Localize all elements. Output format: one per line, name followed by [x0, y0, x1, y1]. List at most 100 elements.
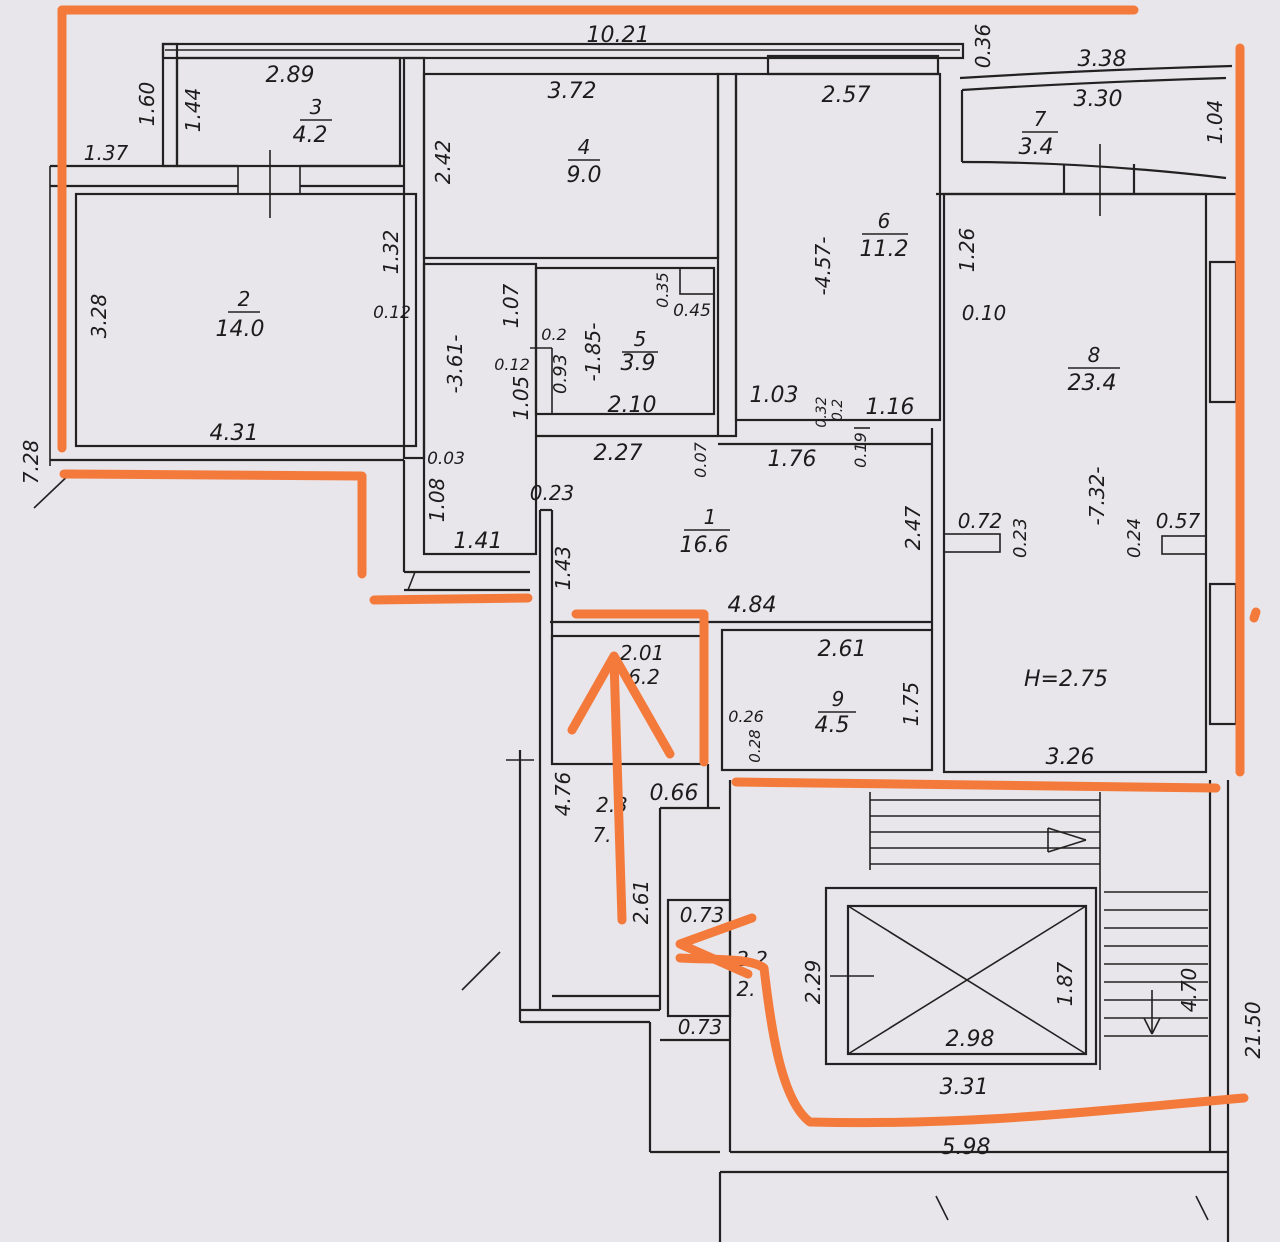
room-no-7: 7	[1034, 107, 1047, 131]
dim-0-36: 0.36	[971, 24, 995, 69]
room-area-6: 11.2	[860, 237, 909, 262]
dim-1-03: 1.03	[750, 383, 799, 408]
room-labels: 3 4.2 2 14.0 4 9.0 5 3.9 6 11.2 7 3.4 8 …	[216, 95, 1120, 1001]
dim-3-38: 3.38	[1078, 47, 1127, 72]
room-area-1: 16.6	[680, 533, 729, 558]
dim-1-41: 1.41	[454, 529, 503, 554]
dim-1-37: 1.37	[84, 141, 129, 165]
dim-0-26: 0.26	[728, 707, 764, 726]
dim-2-89: 2.89	[266, 63, 315, 88]
dim-2-61b: 2.61	[629, 880, 653, 925]
dim-1-32: 1.32	[379, 230, 403, 275]
dim-2-61a: 2.61	[818, 637, 867, 662]
dim-0-28: 0.28	[746, 729, 764, 762]
dim-0-93: 0.93	[550, 354, 571, 394]
dim-1-07: 1.07	[499, 283, 523, 328]
room-no-8: 8	[1088, 343, 1101, 367]
dim-4-84: 4.84	[728, 593, 777, 618]
orange-annotations	[57, 5, 1261, 1128]
dim-0-35: 0.35	[653, 272, 672, 308]
dim-1-08: 1.08	[425, 478, 449, 523]
dim-0-45: 0.45	[673, 301, 711, 321]
dim-5-98: 5.98	[942, 1135, 991, 1160]
dim-1-26: 1.26	[955, 228, 979, 273]
dim-4-31: 4.31	[210, 421, 259, 446]
dim-1-85: -1.85-	[581, 323, 605, 382]
dimension-labels: 10.21 0.36 3.38 3.30 1.04 2.89 1.60 1.44…	[19, 23, 1265, 1160]
dim-3-31: 3.31	[940, 1075, 989, 1100]
room-no-3: 3	[310, 95, 323, 119]
dim-0-10: 0.10	[962, 301, 1007, 325]
room-no-6: 6	[878, 209, 891, 233]
room-area-9: 4.5	[815, 713, 850, 738]
dim-2-47: 2.47	[901, 505, 925, 550]
dim-1-60: 1.60	[135, 82, 159, 127]
dim-3-28: 3.28	[87, 294, 111, 339]
dim-0-72: 0.72	[958, 509, 1003, 533]
dim-0-32: 0.32	[814, 396, 830, 427]
dim-0-2: 0.2	[541, 325, 566, 344]
dim-1-16: 1.16	[866, 395, 915, 420]
annotation-mid-line	[369, 593, 533, 605]
room-area-2-2: 2.	[736, 977, 755, 1001]
annotation-bottom-line	[731, 777, 1221, 793]
dim-4-76: 4.76	[551, 772, 575, 817]
staircase	[869, 792, 1208, 1070]
dim-0-19: 0.19	[851, 432, 870, 468]
annotation-left-bracket	[59, 469, 367, 579]
room-no-5: 5	[634, 327, 647, 351]
dim-2-27: 2.27	[594, 441, 643, 466]
dim-2-42: 2.42	[431, 140, 455, 185]
dim-0-07: 0.07	[691, 441, 710, 477]
annotation-arrow-up	[609, 655, 627, 925]
dim-2-29: 2.29	[801, 960, 825, 1005]
dim-1-76: 1.76	[768, 447, 817, 472]
room-area-2: 14.0	[216, 317, 265, 342]
elevator-shaft	[824, 886, 1098, 1066]
dim-0-2b: 0.2	[830, 399, 846, 421]
annotation-arrow-left-head	[675, 913, 757, 979]
room-area-7: 3.4	[1019, 135, 1054, 160]
dim-4-57: -4.57-	[811, 237, 835, 296]
dim-1-43: 1.43	[551, 546, 575, 591]
dim-1-44: 1.44	[181, 88, 205, 133]
dim-0-73a: 0.73	[680, 903, 725, 927]
dim-3-30: 3.30	[1074, 87, 1123, 112]
annotation-hall-bracket	[571, 609, 709, 767]
dim-7-32: -7.32-	[1085, 467, 1109, 526]
dim-1-05: 1.05	[509, 376, 533, 421]
walls	[33, 42, 1238, 1242]
dim-0-23a: 0.23	[530, 481, 575, 505]
room-area-5: 3.9	[621, 351, 656, 376]
dim-10-21: 10.21	[587, 23, 650, 48]
dim-1-04: 1.04	[1203, 100, 1227, 145]
dim-0-03: 0.03	[427, 449, 465, 469]
dim-2-10: 2.10	[608, 393, 657, 418]
dim-21-50: 21.50	[1241, 1001, 1265, 1058]
dim-1-87: 1.87	[1053, 961, 1077, 1006]
dim-0-57: 0.57	[1156, 509, 1201, 533]
room-no-4: 4	[578, 135, 591, 159]
dim-7-28: 7.28	[19, 440, 43, 485]
annotation-arrow-left	[675, 953, 1249, 1128]
ceiling-height: H=2.75	[1024, 667, 1108, 692]
dim-0-23b: 0.23	[1010, 518, 1031, 558]
room-area-8: 23.4	[1068, 371, 1117, 396]
dim-0-12b: 0.12	[494, 355, 530, 374]
dim-4-70: 4.70	[1177, 968, 1201, 1013]
dim-2-57: 2.57	[822, 83, 871, 108]
dim-3-26: 3.26	[1046, 745, 1095, 770]
dim-0-12a: 0.12	[373, 303, 411, 323]
room-area-2-3: 7.	[592, 823, 611, 847]
dim-0-73b: 0.73	[678, 1015, 723, 1039]
room-area-3: 4.2	[293, 123, 328, 148]
dim-1-75: 1.75	[899, 682, 923, 727]
room-area-4: 9.0	[567, 163, 602, 188]
annotation-arrow-up-head	[567, 651, 675, 759]
dim-0-66: 0.66	[650, 781, 699, 806]
annotation-right-tick	[1249, 607, 1261, 623]
dim-0-24: 0.24	[1124, 518, 1145, 558]
dim-3-61: -3.61-	[443, 335, 467, 394]
room-no-2-01: 2.01	[620, 641, 665, 665]
